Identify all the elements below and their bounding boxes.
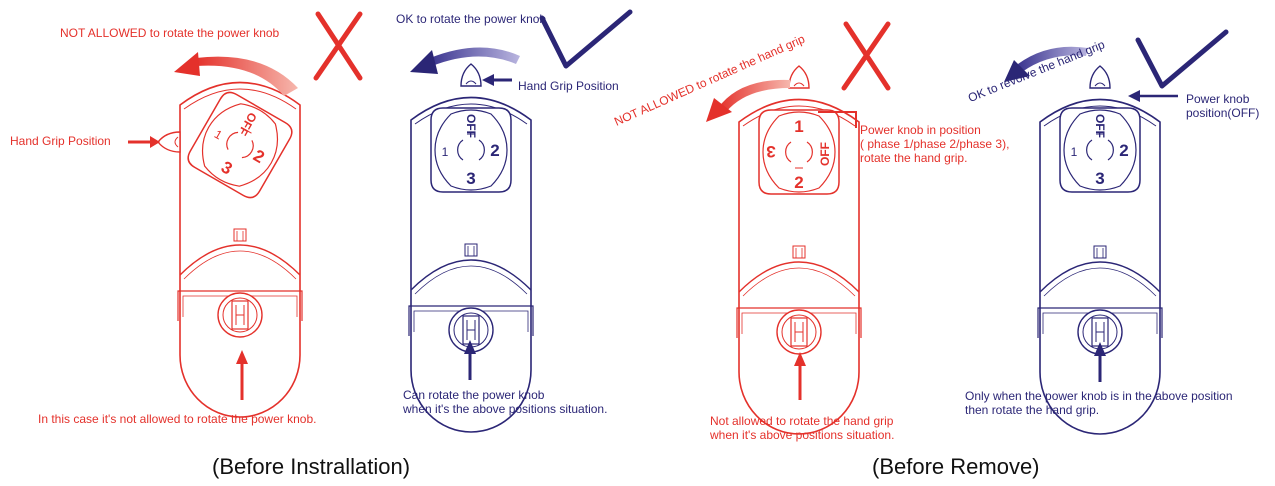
panel3-knob-label-line1: Power knob in position — [860, 123, 981, 137]
panel4-knob-2: 2 — [1119, 141, 1128, 160]
panel2-up-arrow — [464, 340, 476, 380]
check-mark-icon — [539, 9, 633, 69]
x-mark-icon — [841, 21, 891, 91]
panel4-device: OFF 2 3 1 — [1037, 65, 1163, 435]
panel3-up-arrow — [794, 352, 806, 400]
panel1-device: OFF 2 3 1 — [157, 81, 303, 418]
panel2-knob-off: OFF — [464, 114, 478, 138]
panel3-knob-2: 2 — [794, 173, 803, 192]
panel2-knob-1: 1 — [442, 145, 449, 159]
panel2-arrow-label: OK to rotate the power knob — [396, 12, 547, 26]
panel3-knob-label-line3: rotate the hand grip. — [860, 151, 968, 165]
panel2-device: OFF 2 3 1 — [408, 63, 534, 433]
panel3-knob-3: 3 — [766, 142, 775, 161]
panel4-note-line1: Only when the power knob is in the above… — [965, 389, 1233, 403]
check-mark-icon — [1135, 29, 1229, 89]
panel3-knob-1: 1 — [794, 117, 803, 136]
panel1-rotate-arrow — [174, 52, 298, 96]
panel4-knob-label-line1: Power knob — [1186, 92, 1250, 106]
panel3-note-line1: Not allowed to rotate the hand grip — [710, 414, 894, 428]
panel2-grip-label: Hand Grip Position — [518, 79, 619, 93]
panel1-up-arrow — [236, 350, 248, 400]
panel2-knob-2: 2 — [490, 141, 499, 160]
panel2-grip-arrow — [482, 74, 512, 86]
x-mark-icon — [313, 11, 363, 81]
panel4-knob-label-line2: position(OFF) — [1186, 106, 1260, 120]
panel1-note: In this case it's not allowed to rotate … — [38, 412, 317, 426]
panel4-knob-pointer — [1128, 90, 1178, 102]
panel4-rotate-arrow — [1004, 46, 1088, 82]
panel3-note-line2: when it's above positions situation. — [710, 428, 895, 442]
panel3-knob-pointer — [818, 111, 857, 128]
panel2-note-line1: Can rotate the power knob — [403, 388, 545, 402]
panel1-grip-label: Hand Grip Position — [10, 134, 111, 148]
panel1-arrow-label: NOT ALLOWED to rotate the power knob — [60, 26, 280, 40]
panel2-knob-3: 3 — [466, 169, 475, 188]
caption-before-installation: (Before Instrallation) — [212, 454, 411, 479]
panel1-grip-arrow — [128, 136, 160, 148]
caption-before-remove: (Before Remove) — [872, 454, 1040, 479]
panel4-knob-3: 3 — [1095, 169, 1104, 188]
panel3-knob-off: OFF — [818, 142, 832, 166]
panel4-note-line2: then rotate the hand grip. — [965, 403, 1100, 417]
panel4-knob-off: OFF — [1093, 114, 1107, 138]
panel2-rotate-arrow — [410, 47, 520, 74]
panel3-rotate-arrow — [706, 79, 790, 122]
panel2-note-line2: when it's the above positions situation. — [403, 402, 608, 416]
panel4-up-arrow — [1094, 342, 1106, 382]
panel3-device: 1 OFF 2 3 — [736, 65, 862, 435]
panel4-knob-1: 1 — [1071, 145, 1078, 159]
panel3-knob-label-line2: ( phase 1/phase 2/phase 3), — [860, 137, 1010, 151]
